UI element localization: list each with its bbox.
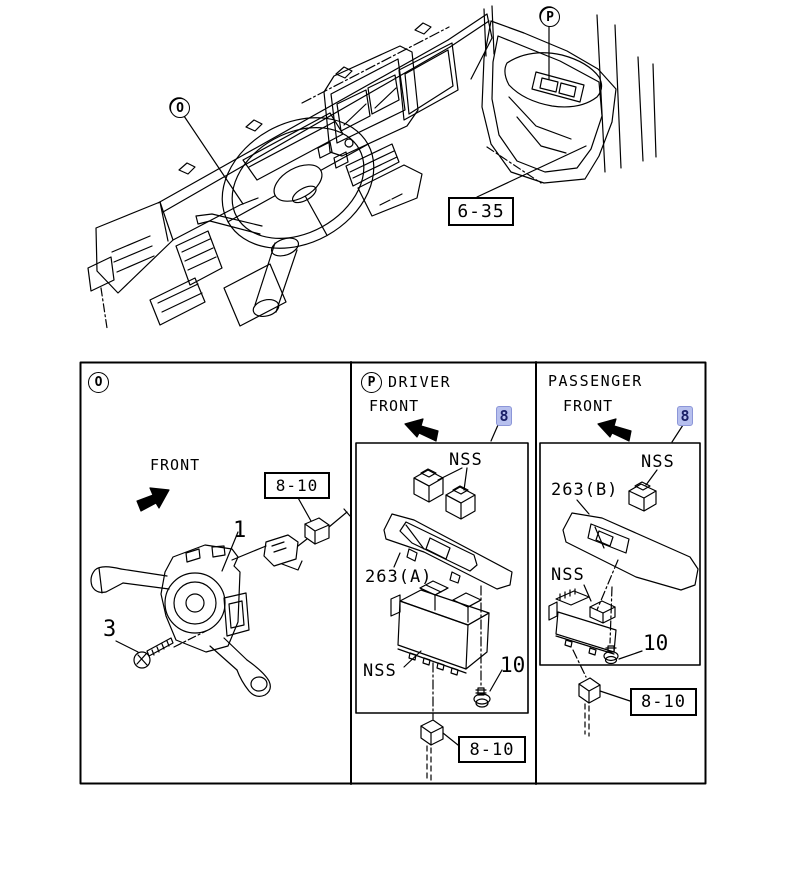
driver-window-switch-drawing [383, 418, 513, 783]
section-driver-title: DRIVER [388, 373, 452, 391]
passenger-page-link-8[interactable]: 8 [677, 406, 693, 426]
front-direction-arrow [597, 418, 632, 442]
callout-p: P [540, 7, 560, 27]
section-passenger-front-label: FRONT [563, 397, 614, 415]
section-o-harness-ref-box[interactable]: 8-10 [264, 472, 330, 499]
passenger-nss-sub-label: NSS [551, 565, 585, 585]
driver-page-link-8[interactable]: 8 [496, 406, 512, 426]
section-o-callout: O [88, 372, 109, 393]
driver-item-number-10: 10 [500, 653, 526, 677]
section-passenger-title: PASSENGER [548, 372, 643, 390]
driver-bezel-label: 263(A) [365, 567, 433, 587]
driver-nss-master-label: NSS [363, 661, 397, 681]
passenger-window-switch-drawing [548, 418, 699, 737]
passenger-inner-box [539, 442, 701, 666]
item-number-3: 3 [103, 617, 117, 642]
callout-o: O [170, 98, 190, 118]
passenger-nss-switch-label: NSS [641, 452, 675, 472]
passenger-bezel-label: 263(B) [551, 480, 619, 500]
section-o-front-label: FRONT [150, 456, 201, 474]
section-driver-front-label: FRONT [369, 397, 420, 415]
dashboard-drawing [87, 13, 493, 329]
front-direction-arrow [136, 487, 170, 512]
section-driver-callout: P [361, 372, 382, 393]
item-number-1: 1 [233, 518, 247, 543]
console-ref-box[interactable]: 6-35 [448, 197, 514, 226]
passenger-harness-ref-box[interactable]: 8-10 [630, 688, 697, 716]
driver-harness-ref-box[interactable]: 8-10 [458, 736, 526, 763]
driver-inner-box [355, 442, 529, 714]
passenger-item-number-10: 10 [643, 631, 669, 655]
door-panel-drawing [481, 5, 657, 184]
combination-switch-drawing [90, 487, 351, 697]
panel-frame [79, 361, 707, 785]
front-direction-arrow [404, 418, 439, 442]
driver-nss-switches-label: NSS [449, 450, 483, 470]
